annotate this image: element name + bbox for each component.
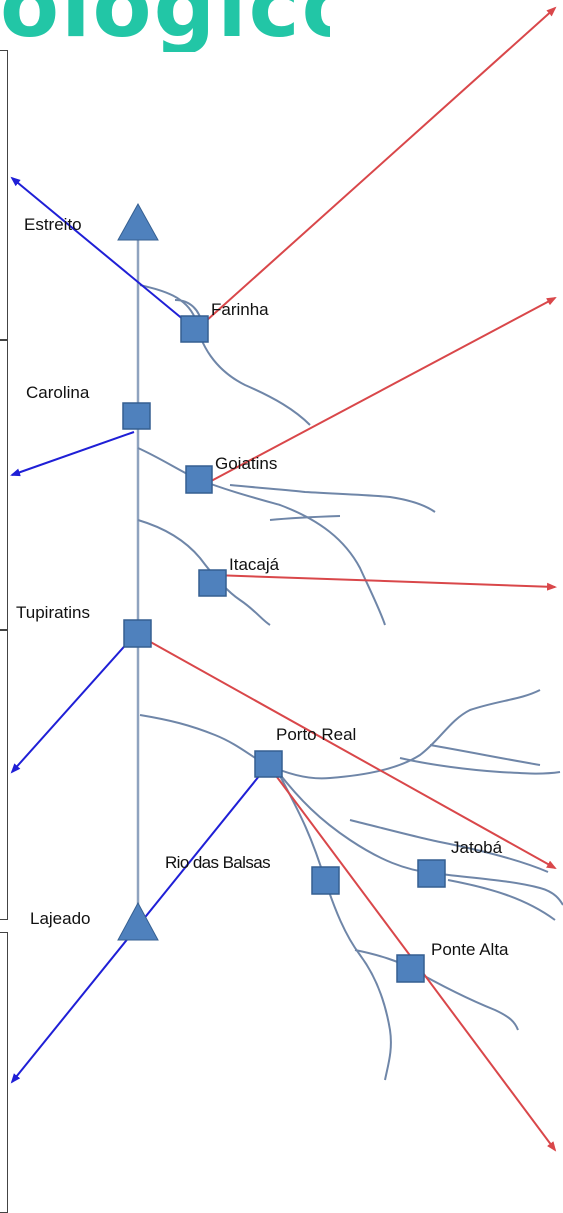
station-farinha-label: Farinha [211, 300, 269, 319]
tributary-goiatins [137, 447, 386, 626]
panel-border-2 [0, 340, 8, 630]
output-arrow-tupiratins [10, 639, 131, 774]
reservoir-lajeado-label: Lajeado [30, 909, 91, 928]
input-arrow-itacaja [212, 574, 557, 591]
input-arrow-goiatins [197, 297, 557, 489]
tributary-porto-real-mid [429, 744, 541, 766]
station-rio-das-balsas-marker [311, 866, 340, 895]
station-tupiratins-label: Tupiratins [16, 603, 90, 622]
tributary-ponte-alta [354, 949, 519, 1031]
output-arrow-carolina [10, 431, 135, 477]
station-ponte-alta-marker [396, 954, 425, 983]
station-tupiratins-marker [123, 619, 152, 648]
reservoir-estreito-label: Estreito [24, 215, 82, 234]
tributary-goiatins-branch-2 [269, 515, 341, 521]
station-jatoba-marker [417, 859, 446, 888]
tributaries [137, 284, 563, 1081]
station-jatoba-label: Jatobá [451, 838, 503, 857]
station-porto-real-marker [254, 750, 283, 778]
input-arrow-tupiratins [137, 634, 557, 869]
station-carolina-marker [122, 402, 151, 430]
tributary-porto-real [139, 689, 541, 780]
station-goiatins-label: Goiatins [215, 454, 277, 473]
station-rio-das-balsas-label: Rio das Balsas [165, 853, 270, 872]
station-itacaja-label: Itacajá [229, 555, 280, 574]
page-title: ológico [0, 0, 330, 52]
output-arrow-farinha [10, 176, 197, 331]
tributary-rio-das-balsas [277, 771, 392, 1081]
panel-border-3 [0, 630, 8, 920]
station-porto-real-label: Porto Real [276, 725, 356, 744]
reservoir-estreito-marker [117, 202, 159, 241]
station-markers [122, 315, 446, 983]
reservoir-lajeado-marker [117, 901, 159, 941]
station-ponte-alta-label: Ponte Alta [431, 940, 509, 959]
station-farinha-marker [180, 315, 209, 343]
station-itacaja-marker [198, 569, 227, 597]
input-arrows [137, 6, 557, 1152]
input-arrow-farinha [195, 6, 557, 331]
tributary-goiatins-branch-1 [229, 484, 436, 513]
station-carolina-label: Carolina [26, 383, 90, 402]
tributary-jatoba-branch [349, 819, 549, 873]
tributary-porto-real-upper [399, 757, 561, 775]
panel-border-1 [0, 50, 8, 340]
station-goiatins-marker [185, 465, 213, 494]
tributary-farinha [139, 284, 311, 426]
tributary-jatoba-branch-2 [447, 879, 556, 921]
